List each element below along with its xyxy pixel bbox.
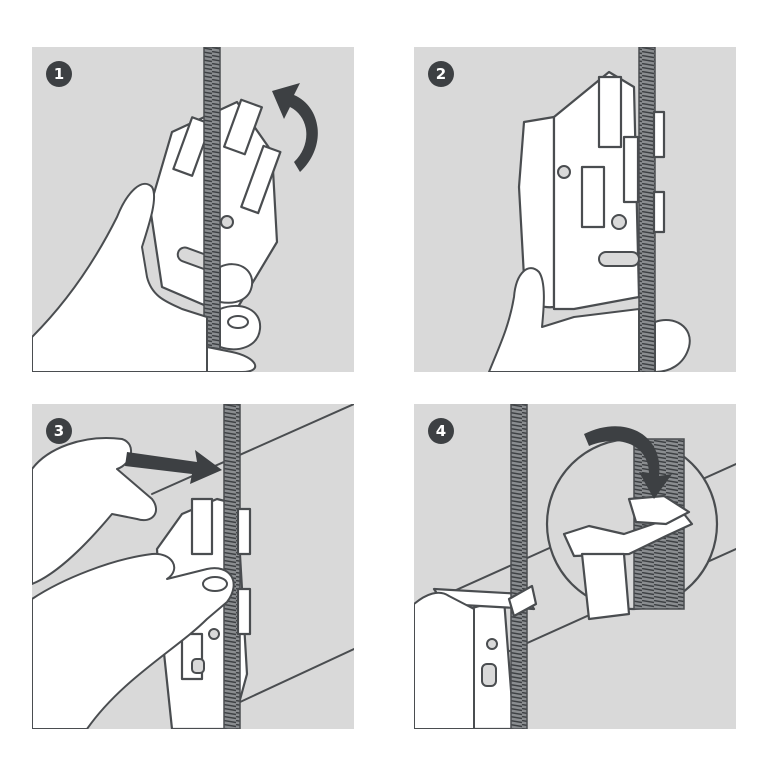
step-number-badge: 4 — [428, 418, 454, 444]
straight-arrow-icon — [125, 450, 222, 484]
curved-arrow-icon — [272, 83, 318, 172]
step-4-illustration — [414, 404, 736, 729]
wall-edge-line — [151, 404, 354, 495]
step-2-panel: 2 — [414, 47, 736, 372]
step-number-badge: 2 — [428, 61, 454, 87]
bracket-clip — [517, 70, 641, 311]
threaded-rod — [638, 47, 656, 372]
detail-magnifier — [545, 437, 719, 621]
step-3-illustration — [32, 404, 354, 729]
step-4-panel: 4 — [414, 404, 736, 729]
threaded-rod — [510, 404, 528, 729]
hand — [488, 267, 691, 372]
hand — [32, 437, 235, 729]
hand — [414, 591, 475, 729]
curved-arrow-icon — [584, 426, 672, 499]
threaded-rod — [203, 47, 221, 372]
step-1-panel: 1 — [32, 47, 354, 372]
step-3-panel: 3 — [32, 404, 354, 729]
step-number-badge: 3 — [46, 418, 72, 444]
bracket-clip — [432, 587, 536, 729]
threaded-rod — [223, 404, 241, 729]
step-number-badge: 1 — [46, 61, 72, 87]
hand — [32, 182, 262, 372]
step-2-illustration — [488, 47, 691, 372]
step-1-illustration — [32, 47, 318, 372]
